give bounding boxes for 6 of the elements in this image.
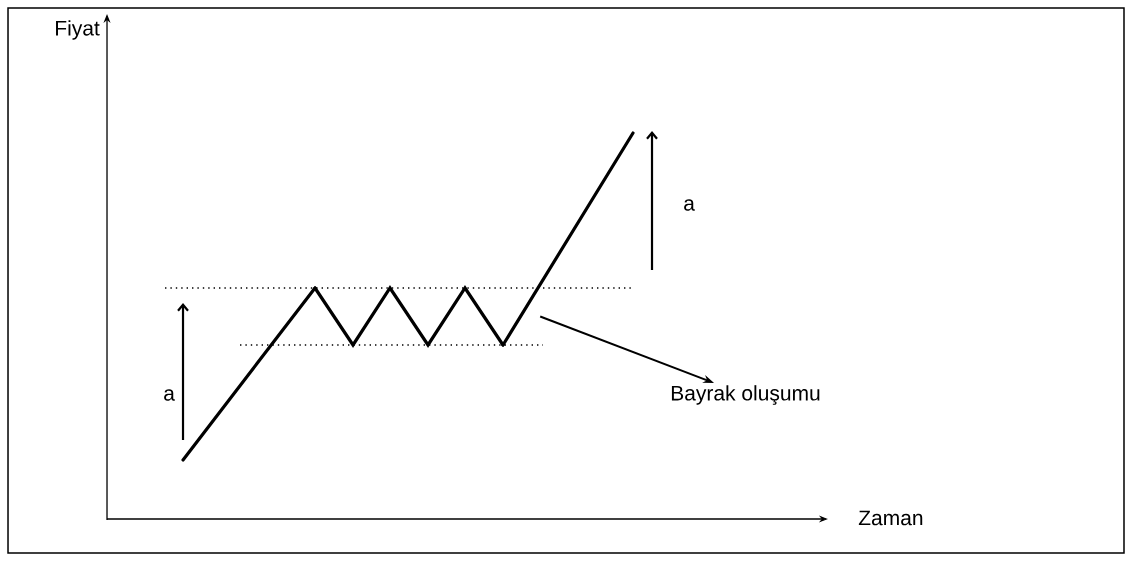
axis-label: Fiyat xyxy=(56,20,100,40)
caption-text: Bayrak oluşumu xyxy=(671,385,820,405)
dimension-label: a xyxy=(684,199,695,211)
axis-label: Zaman xyxy=(858,510,923,526)
flag-pattern-drawing xyxy=(313,285,505,348)
dimension-label: a xyxy=(164,389,175,401)
